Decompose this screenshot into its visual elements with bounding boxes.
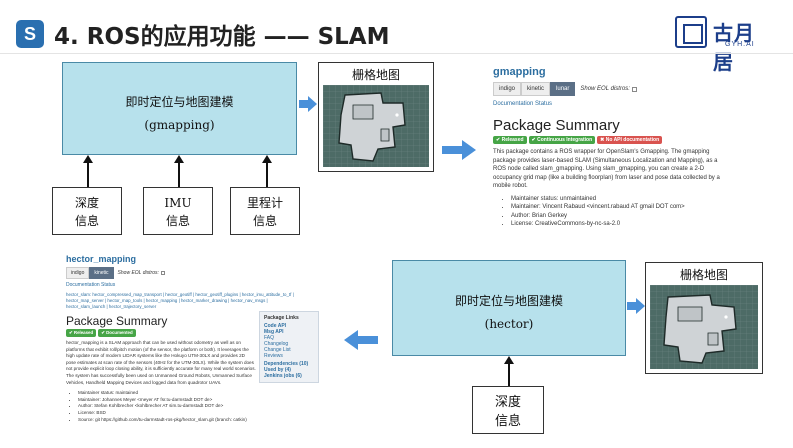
input-label: 信息 (165, 214, 190, 228)
used-by-link[interactable]: Used by (4) (264, 367, 291, 373)
header-divider (0, 53, 793, 54)
change-list-link[interactable]: Change List (264, 347, 291, 353)
input-label: 信息 (494, 414, 521, 429)
package-summary-heading: Package Summary (66, 314, 168, 328)
arrow-depth-to-algo (83, 155, 93, 187)
list-item: Maintainer status: maintained (78, 390, 331, 397)
package-name[interactable]: gmapping (493, 66, 546, 78)
algo-title: 即时定位与地图建模 (454, 294, 563, 308)
msg-api-link[interactable]: Msg API (264, 329, 284, 335)
eol-checkbox[interactable] (631, 86, 637, 92)
input-label: IMU (164, 196, 192, 210)
changelog-link[interactable]: Changelog (264, 341, 289, 347)
package-links-sidebar: Package Links Code API Msg API FAQ Chang… (259, 311, 319, 383)
odometry-info-box: 里程计 信息 (230, 187, 300, 235)
documented-badge: ✔ Documented (98, 329, 136, 337)
released-badge: ✔ Released (66, 329, 97, 337)
list-item: Author: Brian Gerkey (511, 212, 743, 221)
depth-info-box: 深度 信息 (52, 187, 122, 235)
distro-tab-indigo[interactable]: indigo (493, 82, 522, 96)
distro-tabs: indigo kinetic lunar Show EOL distros: (493, 82, 743, 96)
list-item: Maintainer: Vincent Rabaud <vincent.raba… (511, 203, 743, 212)
list-item: License: CreativeCommons-by-nc-sa-2.0 (511, 220, 743, 229)
reviews-link[interactable]: Reviews (264, 353, 283, 359)
status-badges: ✔ Released ✔ Continuous Integration ✖ No… (493, 136, 743, 144)
map-caption: 栅格地图 (679, 268, 728, 282)
gmapping-algo-box: 即时定位与地图建模 (gmapping) (62, 62, 297, 155)
package-description: This package contains a ROS wrapper for … (493, 149, 720, 189)
gmapping-wiki-panel: gmapping indigo kinetic lunar Show EOL d… (493, 66, 743, 236)
links-line[interactable]: hector_map_server | hector_map_tools | h… (66, 298, 268, 303)
imu-info-box: IMU 信息 (143, 187, 213, 235)
faq-link[interactable]: FAQ (264, 335, 275, 341)
list-item: Source: git https://github.com/tu-darmst… (78, 417, 331, 424)
page-title: 4. ROS的应用功能 —— SLAM (54, 24, 390, 50)
hector-wiki-panel: hector_mapping indigo kinetic Show EOL d… (66, 254, 331, 434)
eol-label: Show EOL distros: (580, 86, 630, 92)
distro-tab-lunar[interactable]: lunar (550, 82, 576, 96)
map-caption: 栅格地图 (351, 68, 400, 82)
documentation-status-link[interactable]: Documentation Status (66, 282, 116, 288)
arrow-odom-to-algo (262, 155, 272, 187)
hector-slam-links[interactable]: hector_slam: hector_compressed_map_trans… (66, 292, 331, 310)
distro-tab-indigo[interactable]: indigo (66, 266, 90, 279)
grid-map-box: 栅格地图 (318, 62, 434, 172)
input-label: 里程计 (246, 196, 283, 210)
documentation-status-link[interactable]: Documentation Status (493, 101, 553, 107)
list-item: Maintainer status: unmaintained (511, 195, 743, 204)
distro-tab-kinetic[interactable]: kinetic (89, 266, 114, 279)
logo-icon: S (16, 20, 44, 48)
input-label: 深度 (74, 196, 99, 210)
brand-name: 古月居 (713, 21, 755, 74)
occupancy-grid-map (650, 285, 758, 369)
released-badge: ✔ Released (493, 136, 527, 144)
no-api-doc-badge: ✖ No API documentation (597, 136, 663, 144)
package-links-title: Package Links (264, 315, 299, 321)
dependencies-link[interactable]: Dependencies (10) (264, 361, 309, 367)
package-description: hector_mapping is a SLAM approach that c… (66, 340, 256, 385)
maintainer-list: Maintainer status: maintained Maintainer… (66, 390, 331, 423)
grid-map-box: 栅格地图 (645, 262, 763, 374)
code-api-link[interactable]: Code API (264, 323, 287, 329)
occupancy-grid-map (323, 85, 429, 167)
package-name[interactable]: hector_mapping (66, 254, 137, 264)
ci-badge: ✔ Continuous Integration (528, 136, 596, 144)
links-line[interactable]: hector_slam: hector_compressed_map_trans… (66, 292, 294, 297)
eol-label: Show EOL distros: (117, 269, 159, 276)
algo-subtitle: (gmapping) (144, 118, 215, 132)
eol-checkbox[interactable] (160, 270, 165, 275)
algo-title: 即时定位与地图建模 (125, 95, 234, 109)
input-label: 信息 (252, 214, 277, 228)
brand-logo: 古月居 GYH.AI (675, 14, 775, 74)
arrow-left-icon (344, 330, 378, 350)
list-item: Maintainer: Johannes Meyer <meyer AT fsr… (78, 397, 331, 404)
input-label: 深度 (494, 395, 521, 410)
algo-subtitle: (hector) (484, 317, 534, 331)
input-label: 信息 (74, 214, 99, 228)
status-badges: ✔ Released ✔ Documented (66, 329, 331, 337)
brand-subtitle: GYH.AI (725, 41, 755, 48)
package-summary-heading: Package Summary (493, 117, 620, 134)
maintainer-list: Maintainer status: unmaintained Maintain… (493, 195, 743, 229)
eol-toggle[interactable]: Show EOL distros: (118, 270, 165, 276)
depth-info-box: 深度 信息 (472, 386, 544, 434)
hector-algo-box: 即时定位与地图建模 (hector) (392, 260, 626, 356)
arrow-imu-to-algo (174, 155, 184, 187)
distro-tab-kinetic[interactable]: kinetic (521, 82, 551, 96)
arrow-right-icon (442, 140, 476, 160)
brand-mark-icon (675, 16, 707, 48)
list-item: Author: Stefan Kohlbrecher <kohlbrecher … (78, 403, 331, 410)
list-item: License: BSD (78, 410, 331, 417)
arrow-depth-to-algo (504, 356, 514, 386)
arrow-right-icon (627, 298, 645, 314)
eol-toggle[interactable]: Show EOL distros: (580, 86, 637, 92)
distro-tabs: indigo kinetic Show EOL distros: (66, 266, 331, 279)
jenkins-jobs-link[interactable]: Jenkins jobs (6) (264, 373, 302, 379)
links-line[interactable]: hector_slam_launch | hector_trajectory_s… (66, 304, 157, 309)
arrow-right-icon (299, 96, 317, 112)
